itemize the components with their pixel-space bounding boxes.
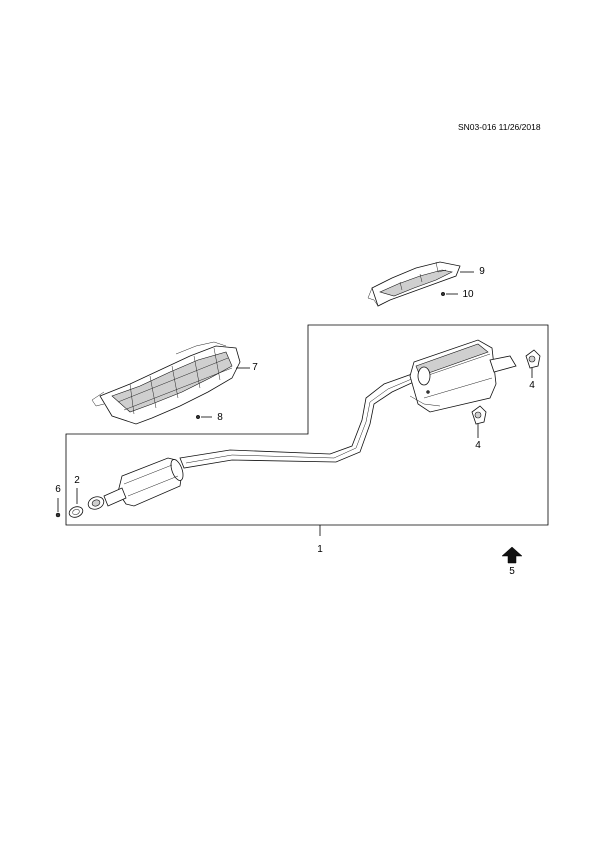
front-flange[interactable]: [86, 495, 105, 512]
callout-7: 7: [252, 362, 258, 373]
exhaust-pipe[interactable]: [179, 373, 419, 469]
callout-1: 1: [317, 544, 323, 555]
callout-9: 9: [479, 266, 485, 277]
front-arrow-icon: [501, 546, 523, 564]
callout-8: 8: [217, 412, 223, 423]
rear-heat-shield[interactable]: [367, 261, 461, 307]
rear-muffler[interactable]: [409, 339, 517, 413]
gasket-2[interactable]: [68, 505, 85, 519]
callout-6: 6: [55, 484, 61, 495]
front-resonator[interactable]: [103, 457, 185, 507]
callout-4b: 4: [475, 440, 481, 451]
callout-5: 5: [509, 566, 515, 577]
assembly-outline: [65, 324, 549, 526]
callout-2: 2: [74, 475, 80, 486]
fastener-10-icon: [440, 291, 446, 297]
callout-10: 10: [462, 289, 474, 300]
callout-4a: 4: [529, 380, 535, 391]
rear-hanger-rubber[interactable]: [525, 349, 541, 369]
fastener-8-icon: [195, 414, 201, 420]
nut-6-icon: [55, 512, 61, 518]
muffler-hanger-rubber[interactable]: [471, 405, 487, 425]
front-heat-shield[interactable]: [91, 341, 241, 425]
document-reference: SN03-016 11/26/2018: [458, 122, 541, 132]
